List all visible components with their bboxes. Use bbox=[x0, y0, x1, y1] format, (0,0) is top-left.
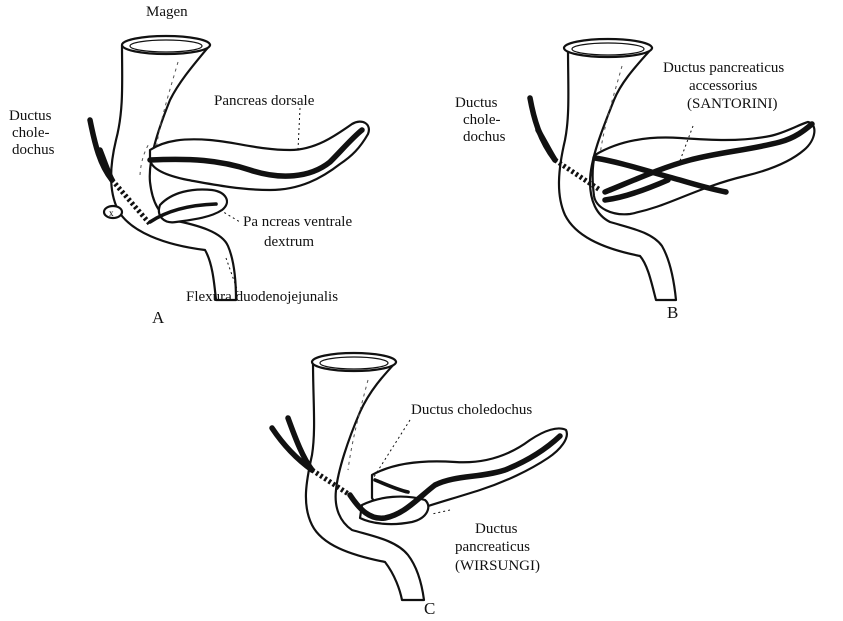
panel-b-label-accessorius: Ductus pancreaticus accessorius (SANTORI… bbox=[663, 60, 788, 112]
panel-a-label-ductus-3: dochus bbox=[12, 142, 55, 158]
panel-a-label-ductus: Ductus chole- dochus bbox=[9, 108, 55, 158]
panel-a-label-pv-1: Pa ncreas ventrale bbox=[243, 214, 352, 230]
panel-a-label-ductus-2: chole- bbox=[12, 125, 49, 141]
panel-c-stomach-opening bbox=[312, 353, 396, 371]
panel-c-label-w-3: (WIRSUNGI) bbox=[455, 558, 540, 574]
panel-b-label-acc-2: accessorius bbox=[689, 78, 757, 94]
panel-b-label-acc-1: Ductus pancreaticus bbox=[663, 60, 784, 76]
panel-b-label-ductus-2: chole- bbox=[463, 112, 500, 128]
panel-b-pancreas bbox=[593, 122, 815, 214]
panel-c-label-w-1: Ductus bbox=[475, 521, 518, 537]
panel-b-stomach-opening bbox=[564, 39, 652, 57]
panel-a-label-pancreas-dorsale: Pancreas dorsale bbox=[214, 93, 315, 109]
panel-a-label-flexura: Flexura duodenojejunalis bbox=[186, 289, 338, 305]
panel-a-letter: A bbox=[152, 308, 165, 327]
panel-a-label-ductus-1: Ductus bbox=[9, 108, 52, 124]
panel-b-label-ductus-1: Ductus bbox=[455, 95, 498, 111]
panel-b-label-acc-3: (SANTORINI) bbox=[687, 96, 778, 112]
panel-a-label-magen: Magen bbox=[146, 4, 188, 20]
panel-c-label-w-2: pancreaticus bbox=[455, 539, 530, 555]
panel-a-stomach-opening bbox=[122, 36, 210, 54]
panel-c-label-choledochus: Ductus choledochus bbox=[411, 402, 532, 418]
panel-b-label-ductus-3: dochus bbox=[463, 129, 506, 145]
panel-a-label-pancreas-ventrale: Pa ncreas ventrale dextrum bbox=[243, 214, 356, 250]
panel-a-small-mark: x bbox=[109, 208, 114, 218]
panel-a: x Magen Ductus chole- dochus Pancreas do… bbox=[9, 4, 369, 327]
panel-b-letter: B bbox=[667, 303, 678, 322]
panel-a-label-pv-2: dextrum bbox=[264, 234, 314, 250]
panel-b-label-ductus: Ductus chole- dochus bbox=[455, 95, 506, 145]
panel-b: Ductus chole- dochus Ductus pancreaticus… bbox=[455, 39, 814, 322]
panel-c-letter: C bbox=[424, 599, 435, 618]
panel-c-label-wirsungi: Ductus pancreaticus (WIRSUNGI) bbox=[455, 521, 540, 574]
panel-c: Ductus choledochus Ductus pancreaticus (… bbox=[272, 353, 567, 618]
panel-b-choledochus-branch bbox=[538, 130, 555, 160]
